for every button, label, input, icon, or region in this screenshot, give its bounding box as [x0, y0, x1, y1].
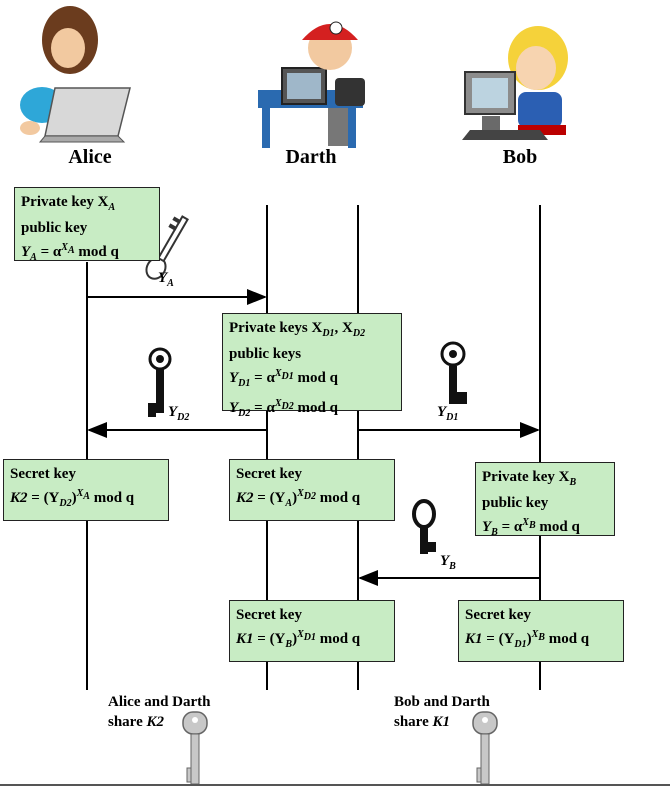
share-label-alice-darth: Alice and Darth share K2	[108, 694, 211, 730]
participant-alice: Alice	[68, 146, 112, 168]
message-label-yd2: YD2	[168, 404, 190, 423]
key-icon-ya	[145, 215, 189, 280]
person-at-computer-icon	[462, 26, 568, 140]
darth-secret-key-k1-box: Secret key K1 = (YB)XD1 mod q	[229, 600, 395, 662]
message-label-yb: YB	[440, 553, 456, 572]
bob-secret-key-box: Secret key K1 = (YD1)XB mod q	[458, 600, 624, 662]
hacker-at-computer-icon	[258, 21, 365, 148]
ornate-key-icon-yd2	[148, 347, 172, 417]
message-label-ya: YA	[158, 270, 174, 289]
message-label-yd1: YD1	[437, 404, 459, 423]
person-with-laptop-icon	[20, 6, 131, 143]
alice-keys-box: Private key XA public key YA = αXA mod q	[14, 187, 160, 263]
ornate-key-icon-yd1	[440, 341, 467, 404]
shared-key-icon-k1	[472, 711, 498, 785]
bottom-divider	[0, 784, 670, 786]
darth-secret-key-k2-box: Secret key K2 = (YA)XD2 mod q	[229, 459, 395, 521]
bob-keys-box: Private key XB public key YB = αXB mod q	[475, 462, 615, 538]
key-icon-yb	[412, 499, 436, 554]
alice-secret-key-box: Secret key K2 = (YD2)XA mod q	[3, 459, 169, 521]
darth-keys-box: Private keys XD1, XD2 public keys YD1 = …	[222, 313, 402, 419]
share-label-bob-darth: Bob and Darth share K1	[394, 694, 490, 730]
participant-bob: Bob	[502, 146, 538, 168]
participant-darth: Darth	[285, 146, 337, 168]
shared-key-icon-k2	[182, 711, 208, 785]
